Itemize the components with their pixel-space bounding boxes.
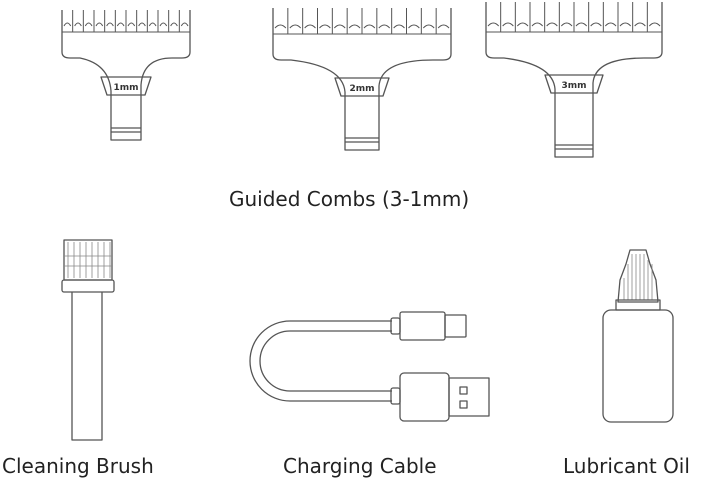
lubricant-oil-icon <box>602 249 674 423</box>
lubricant-oil-label: Lubricant Oil <box>563 454 690 478</box>
guided-combs-title: Guided Combs (3-1mm) <box>229 187 470 211</box>
comb-size-label: 2mm <box>349 84 374 94</box>
comb-2-icon: 2mm <box>272 8 452 151</box>
comb-size-label: 1mm <box>113 83 138 93</box>
comb-1-icon: 1mm <box>61 10 191 141</box>
cleaning-brush-label: Cleaning Brush <box>2 454 154 478</box>
charging-cable-icon <box>249 311 490 422</box>
comb-3-icon: 3mm <box>485 2 663 158</box>
cleaning-brush-icon <box>61 239 115 441</box>
charging-cable-label: Charging Cable <box>283 454 437 478</box>
comb-size-label: 3mm <box>561 81 586 91</box>
